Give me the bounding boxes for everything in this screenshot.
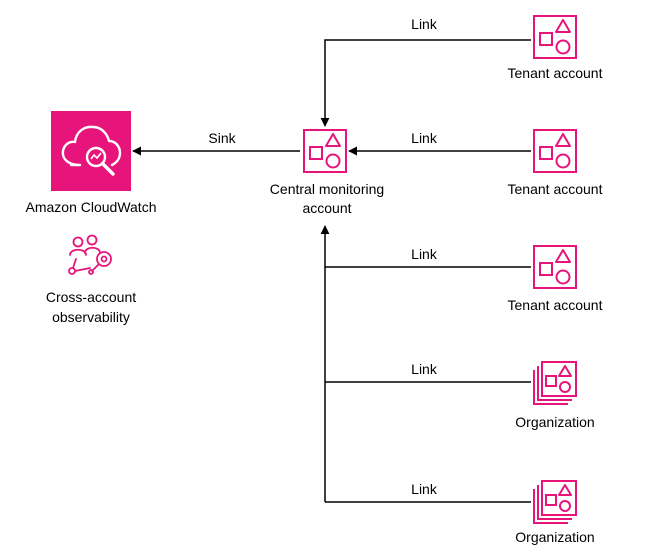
source-label-3: Tenant account: [508, 297, 603, 313]
source-label-5: Organization: [515, 529, 594, 545]
organization-icon: [533, 361, 577, 405]
source-organization-1: Organization: [515, 361, 595, 430]
cross-account-observability-node: Cross-account observability: [46, 234, 136, 325]
sink-label: Sink: [208, 130, 236, 146]
cross-account-label-line-1: Cross-account: [46, 289, 136, 305]
central-label-line-1: Central monitoring: [270, 181, 384, 197]
link-label-5: Link: [411, 481, 438, 497]
source-label-2: Tenant account: [508, 181, 603, 197]
source-organization-2: Organization: [515, 480, 595, 545]
cross-account-observability-icon: [68, 234, 112, 275]
cloudwatch-node: Amazon CloudWatch: [26, 111, 157, 215]
account-icon: [533, 245, 577, 289]
link-label-2: Link: [411, 130, 438, 146]
cross-account-label-line-2: observability: [52, 309, 130, 325]
link-arrow-tenant-1: [320, 39, 531, 127]
link-label-3: Link: [411, 246, 438, 262]
cloudwatch-label: Amazon CloudWatch: [26, 199, 157, 215]
account-icon: [303, 129, 347, 173]
source-tenant-account-3: Tenant account: [508, 245, 603, 313]
cloudwatch-icon: [51, 111, 131, 191]
account-icon: [533, 15, 577, 59]
link-label-1: Link: [411, 16, 438, 32]
central-monitoring-account-node: Central monitoring account: [270, 129, 384, 216]
source-tenant-account-2: Tenant account: [508, 129, 603, 197]
organization-icon: [533, 480, 577, 524]
source-label-1: Tenant account: [508, 65, 603, 81]
central-label-line-2: account: [302, 200, 351, 216]
source-label-4: Organization: [515, 414, 594, 430]
account-icon: [533, 129, 577, 173]
source-tenant-account-1: Tenant account: [508, 15, 603, 81]
link-label-4: Link: [411, 361, 438, 377]
connectors: [132, 39, 531, 503]
